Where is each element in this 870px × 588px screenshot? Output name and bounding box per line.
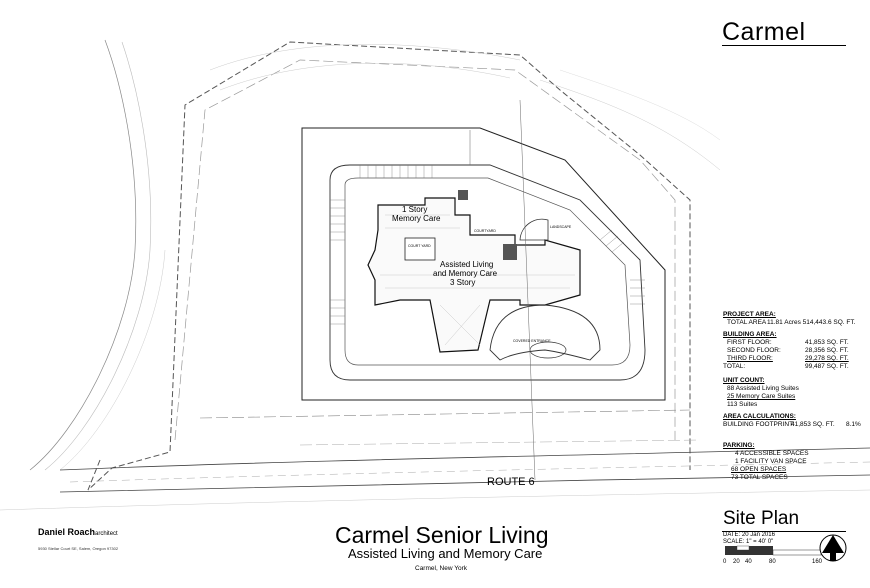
route-6-road — [59, 447, 870, 471]
label-assisted-living: Assisted Living — [440, 260, 493, 269]
unit-count-heading: UNIT COUNT: — [723, 377, 765, 384]
date-block: DATE: 20 Jan 2016 SCALE: 1" = 40' 0" — [723, 532, 775, 546]
building-area-heading: BUILDING AREA: — [723, 331, 777, 338]
firm-name: Daniel Roacharchitect — [38, 527, 118, 537]
label-courtyard-2: COURTYARD — [474, 229, 496, 233]
parking-total: 73 TOTAL SPACES — [731, 474, 788, 481]
firm-address: 5930 Stellar Court SE, Salem, Oregon 973… — [38, 546, 119, 551]
total-value: 99,487 SQ. FT. — [805, 363, 849, 370]
total-area-value: 11.81 Acres 514,443.6 SQ. FT. — [767, 319, 856, 326]
landscape-arc — [519, 218, 549, 241]
total-area-label: TOTAL AREA — [727, 319, 767, 326]
drive-loop — [329, 164, 646, 381]
third-floor-value: 29,278 SQ. FT. — [805, 355, 849, 362]
unit-line-memory: 25 Memory Care Suites — [727, 393, 796, 400]
project-area-heading: PROJECT AREA: — [723, 311, 776, 318]
unit-line-assisted: 88 Assisted Living Suites — [727, 385, 799, 392]
firm-name-text: Daniel Roach — [38, 527, 96, 537]
label-landscape: LANDSCAPE — [550, 225, 572, 229]
svg-text:160: 160 — [812, 559, 823, 565]
scale-bar: 0 20 40 80 160 — [723, 545, 823, 565]
unit-line-total: 113 Suites — [727, 401, 758, 408]
svg-text:80: 80 — [769, 559, 776, 565]
route-6-label: ROUTE 6 — [487, 476, 535, 488]
footprint-value: 41,853 SQ. FT. — [791, 421, 835, 428]
main-title: Carmel Senior Living — [335, 522, 549, 548]
project-info-panel: PROJECT AREA: TOTAL AREA 11.81 Acres 514… — [723, 311, 868, 482]
label-and-memory-care: and Memory Care — [433, 269, 498, 278]
label-court-yard: COURT YARD — [408, 244, 431, 248]
scale-line: SCALE: 1" = 40' 0" — [723, 539, 774, 545]
footprint-percent: 8.1% — [846, 421, 861, 428]
parking-heading: PARKING: — [723, 442, 755, 449]
footprint-label: BUILDING FOOTPRINT: — [723, 421, 795, 428]
svg-text:20: 20 — [733, 559, 740, 565]
title-underline — [722, 45, 846, 46]
date-line: DATE: 20 Jan 2016 — [723, 532, 775, 538]
elevator-core-1 — [458, 190, 468, 200]
project-name: Carmel — [722, 18, 806, 46]
court-yard-box — [404, 237, 436, 261]
label-1-story: 1 Story — [402, 205, 427, 214]
drop-off-loop — [489, 304, 601, 361]
location: Carmel, New York — [415, 565, 468, 572]
first-floor-label: FIRST FLOOR: — [727, 339, 772, 346]
label-3-story: 3 Story — [450, 278, 475, 287]
parking-open: 68 OPEN SPACES — [731, 466, 787, 473]
lot-line — [301, 127, 666, 401]
subtitle: Assisted Living and Memory Care — [348, 546, 543, 561]
area-calc-heading: AREA CALCULATIONS: — [723, 413, 796, 420]
sheet-title: Site Plan — [723, 508, 800, 529]
contour-left — [29, 39, 137, 471]
elevator-core-2 — [503, 244, 517, 260]
label-covered-entrance: COVERED ENTRANCE — [513, 339, 551, 343]
setback-line — [174, 59, 676, 441]
total-label: TOTAL: — [723, 363, 746, 370]
sheet-title-underline — [722, 531, 846, 532]
svg-text:0: 0 — [723, 559, 727, 565]
second-floor-value: 28,356 SQ. FT. — [805, 347, 849, 354]
north-arrow-icon — [819, 534, 847, 562]
label-memory-care: Memory Care — [392, 214, 441, 223]
svg-text:40: 40 — [745, 559, 752, 565]
property-boundary — [87, 41, 691, 491]
parking-accessible: 4 ACCESSIBLE SPACES — [735, 450, 809, 457]
parking-van: 1 FACILITY VAN SPACE — [735, 458, 807, 465]
first-floor-value: 41,853 SQ. FT. — [805, 339, 849, 346]
second-floor-label: SECOND FLOOR: — [727, 347, 781, 354]
third-floor-label: THIRD FLOOR: — [727, 355, 773, 362]
firm-suffix: architect — [95, 531, 118, 537]
